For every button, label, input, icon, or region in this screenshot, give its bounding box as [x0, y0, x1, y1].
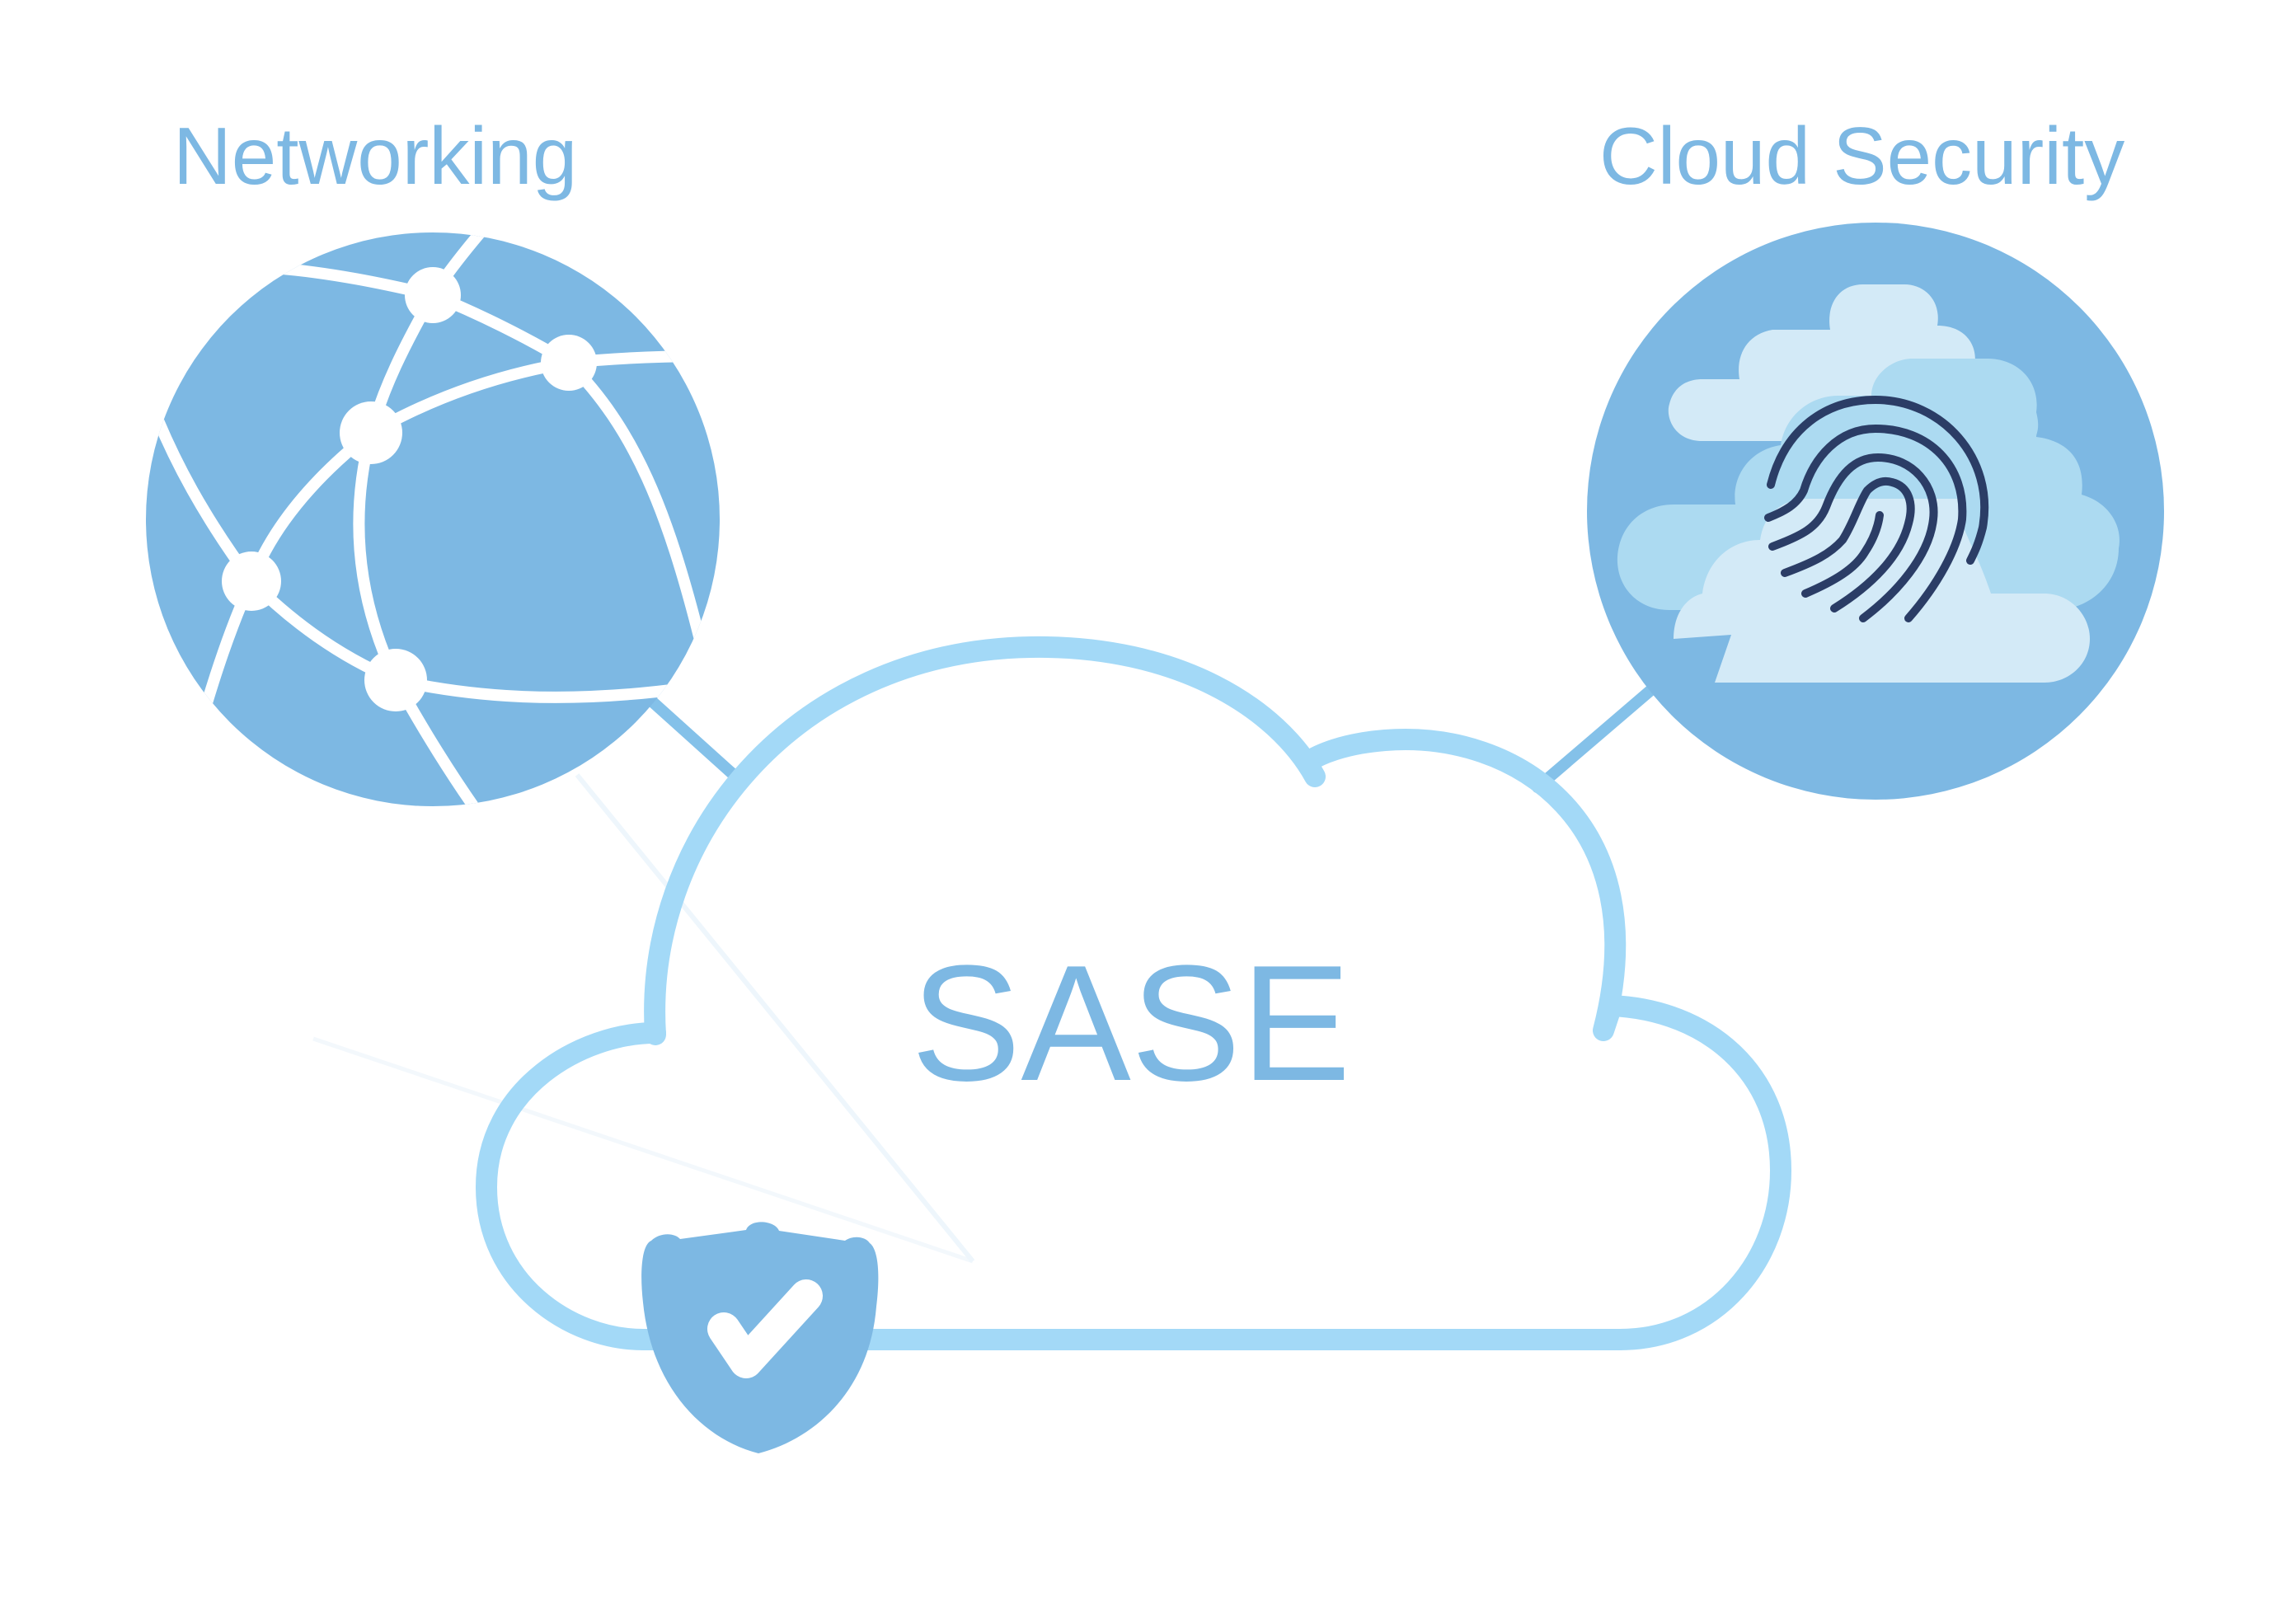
light-streaks: [312, 773, 975, 1264]
shield-check-icon: [641, 1222, 879, 1453]
networking-label: Networking: [173, 110, 577, 201]
cloud-security-label: Cloud Security: [1599, 110, 2124, 201]
connector-networking: [646, 695, 739, 781]
fingerprint-icon: [1764, 395, 1989, 622]
sase-cloud-icon: [476, 636, 1791, 1350]
connector-cloud-security: [1532, 683, 1659, 793]
fingerprint-cloud-icon: [1587, 223, 2164, 800]
connector-lines: [646, 683, 1659, 793]
globe-network-icon: [146, 232, 720, 806]
sase-title: SASE: [911, 932, 1351, 1115]
